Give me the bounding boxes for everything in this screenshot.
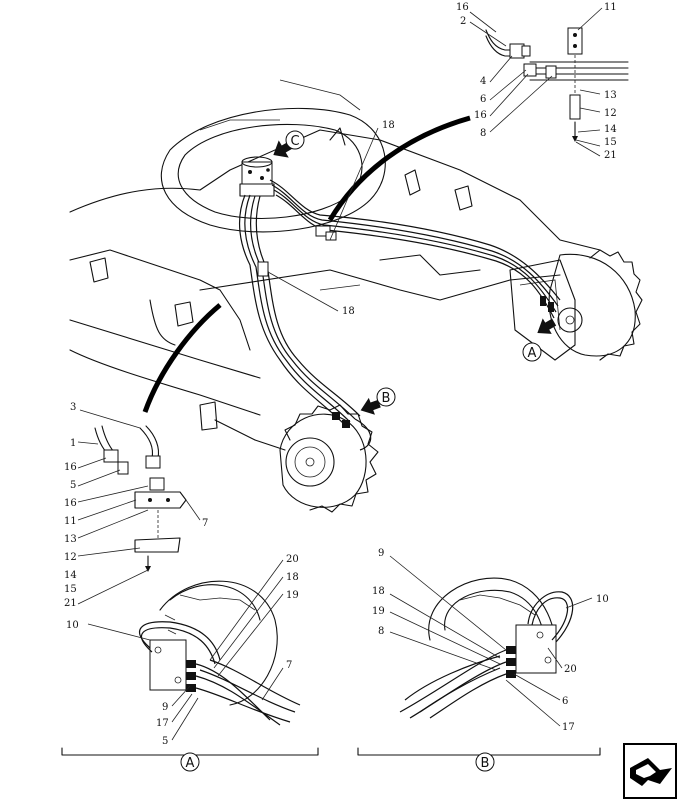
part-number-label: 21 (604, 150, 617, 161)
arrow-icon-b (360, 397, 381, 415)
part-number-label: 7 (202, 518, 208, 529)
swivel-joint (239, 156, 275, 197)
part-number-label: 18 (372, 586, 385, 597)
leader-18-top (329, 127, 379, 241)
part-number-label: 18 (286, 572, 299, 583)
part-number-label: 15 (64, 584, 77, 595)
left-inset-clamp-detail (77, 409, 201, 605)
part-number-label: 6 (562, 696, 568, 707)
svg-text:B: B (382, 391, 391, 406)
page-turn-arrow-icon[interactable] (623, 743, 677, 799)
part-number-label: 16 (64, 498, 77, 509)
detail-b-bracket (357, 747, 601, 756)
part-number-label: 14 (604, 124, 617, 135)
part-number-label: 13 (64, 534, 77, 545)
main-frame-assembly (69, 79, 601, 441)
svg-text:A: A (528, 346, 537, 361)
part-number-label: 15 (604, 137, 617, 148)
detail-a-label: A (180, 752, 200, 772)
leader-18-mid (267, 271, 339, 312)
part-number-label: 11 (604, 2, 617, 13)
part-number-label: 9 (378, 548, 384, 559)
svg-text:C: C (290, 134, 299, 149)
part-number-label: 5 (70, 480, 76, 491)
part-number-label: 19 (372, 606, 385, 617)
leader-arc-left-inset (142, 303, 222, 413)
part-number-label: 1 (70, 438, 76, 449)
part-number-label: 10 (596, 594, 609, 605)
arrow-icon-a (537, 318, 557, 334)
part-number-label: 4 (480, 76, 486, 87)
part-number-label: 8 (378, 626, 384, 637)
part-number-label: 8 (480, 128, 486, 139)
part-number-label: 10 (66, 620, 79, 631)
part-number-label: 7 (286, 660, 292, 671)
right-final-drive (509, 249, 643, 361)
part-number-label: 16 (456, 2, 469, 13)
part-number-label: 18 (342, 306, 355, 317)
hose-bundle-to-left-drive (239, 194, 372, 451)
callout-c: C (285, 130, 305, 150)
part-number-label: 12 (604, 108, 617, 119)
top-inset-fitting-detail (469, 7, 629, 157)
part-number-label: 9 (162, 702, 168, 713)
part-number-label: 17 (156, 718, 169, 729)
svg-text:A: A (186, 756, 195, 771)
callout-a: A (522, 342, 542, 362)
part-number-label: 3 (70, 402, 76, 413)
part-number-label: 16 (64, 462, 77, 473)
part-number-label: 5 (162, 736, 168, 747)
part-number-label: 14 (64, 570, 77, 581)
detail-a-drive-motor (87, 559, 301, 741)
detail-b-label: B (475, 752, 495, 772)
part-number-label: 17 (562, 722, 575, 733)
part-number-label: 6 (480, 94, 486, 105)
part-number-label: 18 (382, 120, 395, 131)
part-number-label: 11 (64, 516, 77, 527)
hose-bundle-to-right-drive (269, 179, 561, 319)
callout-b: B (376, 387, 396, 407)
leader-arc-top-inset (327, 115, 471, 222)
part-number-label: 13 (604, 90, 617, 101)
part-number-label: 21 (64, 598, 77, 609)
svg-text:B: B (481, 756, 490, 771)
left-final-drive (254, 404, 379, 513)
detail-b-drive-motor (389, 555, 593, 727)
part-number-label: 16 (474, 110, 487, 121)
part-number-label: 19 (286, 590, 299, 601)
part-number-label: 2 (460, 16, 466, 27)
part-number-label: 12 (64, 552, 77, 563)
part-number-label: 20 (286, 554, 299, 565)
part-number-label: 20 (564, 664, 577, 675)
